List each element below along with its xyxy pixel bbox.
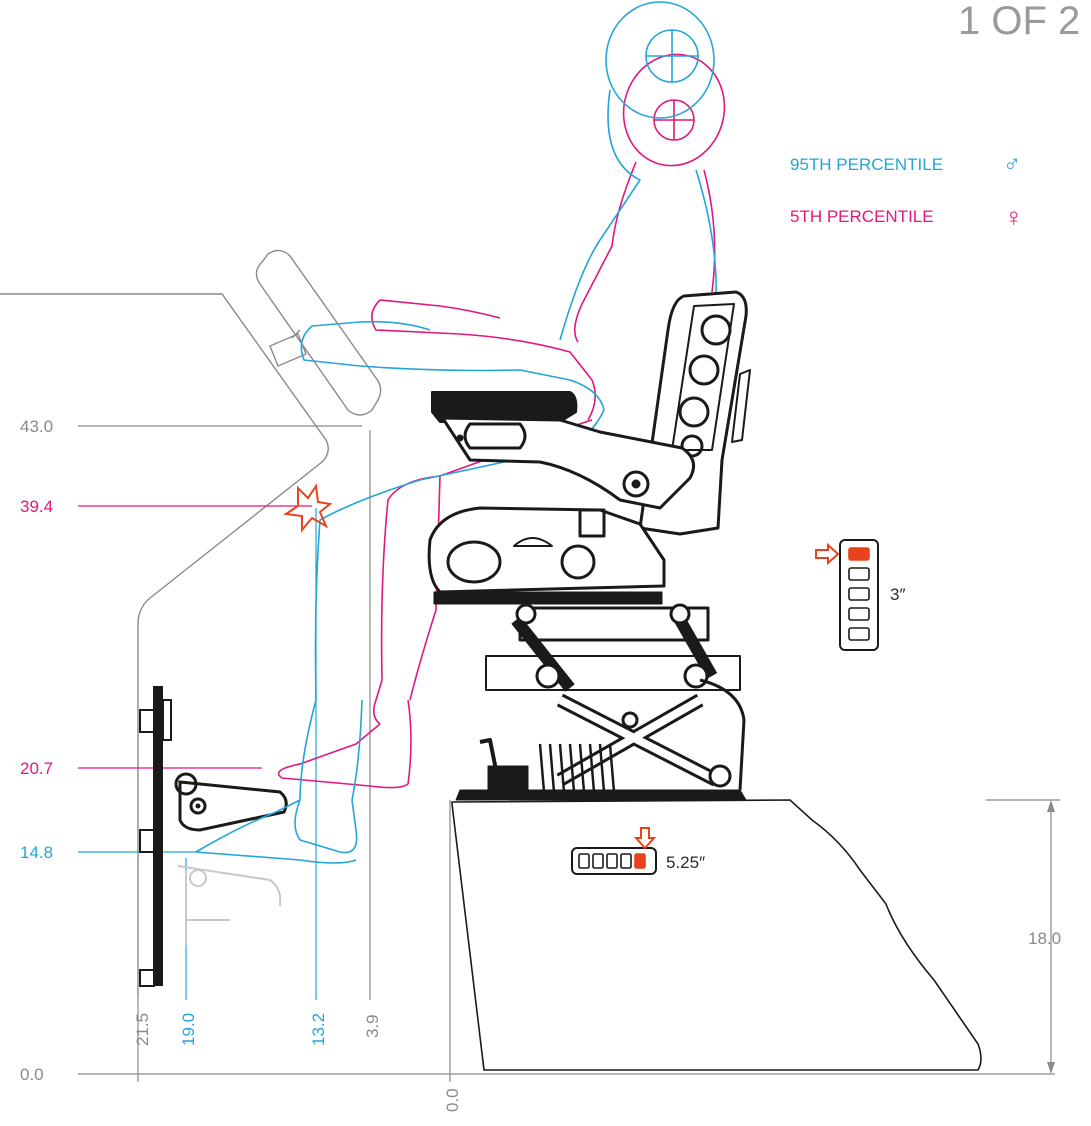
backrest-adjuster: 3″: [815, 539, 905, 651]
slide-setting-label: 5.25″: [666, 853, 705, 872]
backrest-slot: [848, 627, 870, 641]
dim-20-7: 20.7: [20, 759, 53, 778]
contact-burst-icon: [283, 483, 333, 533]
dim-39-4: 39.4: [20, 497, 53, 516]
dim-0-horizontal: 0.0: [443, 1088, 462, 1112]
arrow-right-icon: [815, 542, 840, 566]
backrest-setting-label: 3″: [890, 585, 905, 604]
page-indicator: 1 OF 2: [958, 0, 1080, 43]
slide-slot: [578, 853, 590, 869]
pedal-assembly: [139, 686, 288, 987]
backrest-position-slots: [848, 547, 870, 641]
legend-male-label: 95TH PERCENTILE: [790, 155, 943, 174]
dim-3-9: 3.9: [363, 1014, 382, 1038]
seat-assembly: [427, 290, 751, 801]
male-symbol-icon: ♂: [1003, 151, 1021, 178]
dim-13-2: 13.2: [309, 1013, 328, 1046]
backrest-slot: [848, 607, 870, 621]
slide-adjuster: 5.25″: [571, 827, 705, 875]
dim-18: 18.0: [1028, 929, 1061, 948]
vertical-dimension-labels: 43.0 39.4 20.7 14.8 0.0 18.0: [20, 417, 1061, 1084]
cab-outline: [0, 249, 382, 996]
seat-base-block: [451, 799, 982, 1071]
legend-female-label: 5TH PERCENTILE: [790, 207, 934, 226]
slide-slot: [592, 853, 604, 869]
slide-slot: [606, 853, 618, 869]
legend: 95TH PERCENTILE ♂ 5TH PERCENTILE ♀: [790, 151, 1024, 232]
female-symbol-icon: ♀: [1004, 202, 1024, 232]
dim-0: 0.0: [20, 1065, 44, 1084]
dim-19: 19.0: [179, 1013, 198, 1046]
dim-14-8: 14.8: [20, 843, 53, 862]
backrest-slot-selected: [848, 547, 870, 561]
dim-43: 43.0: [20, 417, 53, 436]
slide-position-slots: [578, 853, 646, 869]
steering-wheel: [255, 249, 382, 416]
horizontal-dimension-labels: 21.5 19.0 13.2 3.9 0.0: [133, 1013, 462, 1112]
backrest-slot: [848, 567, 870, 581]
dim-21-5: 21.5: [133, 1013, 152, 1046]
slide-slot-selected: [634, 853, 646, 869]
backrest-slot: [848, 587, 870, 601]
slide-slot: [620, 853, 632, 869]
arrow-down-icon: [633, 827, 657, 850]
